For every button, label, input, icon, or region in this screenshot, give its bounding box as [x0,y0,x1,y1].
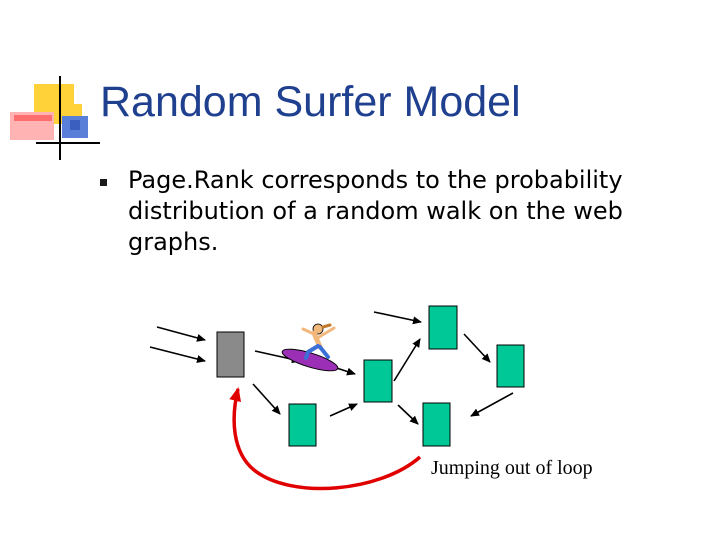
bullet-marker [100,179,107,186]
link-arrow [393,338,421,382]
surfboard-icon [281,348,339,372]
page-node [363,359,393,403]
link-arrow [156,326,206,342]
page-node [428,305,458,350]
bullet-text: Page.Rank corresponds to the probability… [128,166,623,256]
slide-title: Random Surfer Model [100,78,521,126]
link-arrow [397,404,419,425]
link-arrow [252,383,281,415]
page-node [288,403,317,447]
link-arrow [329,403,358,417]
link-arrow [149,346,206,363]
loop-jump-label: Jumping out of loop [431,457,593,479]
page-node [422,402,451,447]
link-arrow [373,311,422,325]
page-node [496,344,525,388]
link-arrow [470,392,514,417]
start-page [216,331,245,378]
surfer-icon [281,323,339,372]
link-arrow [463,333,491,363]
loop-jump-arrow [229,387,422,491]
